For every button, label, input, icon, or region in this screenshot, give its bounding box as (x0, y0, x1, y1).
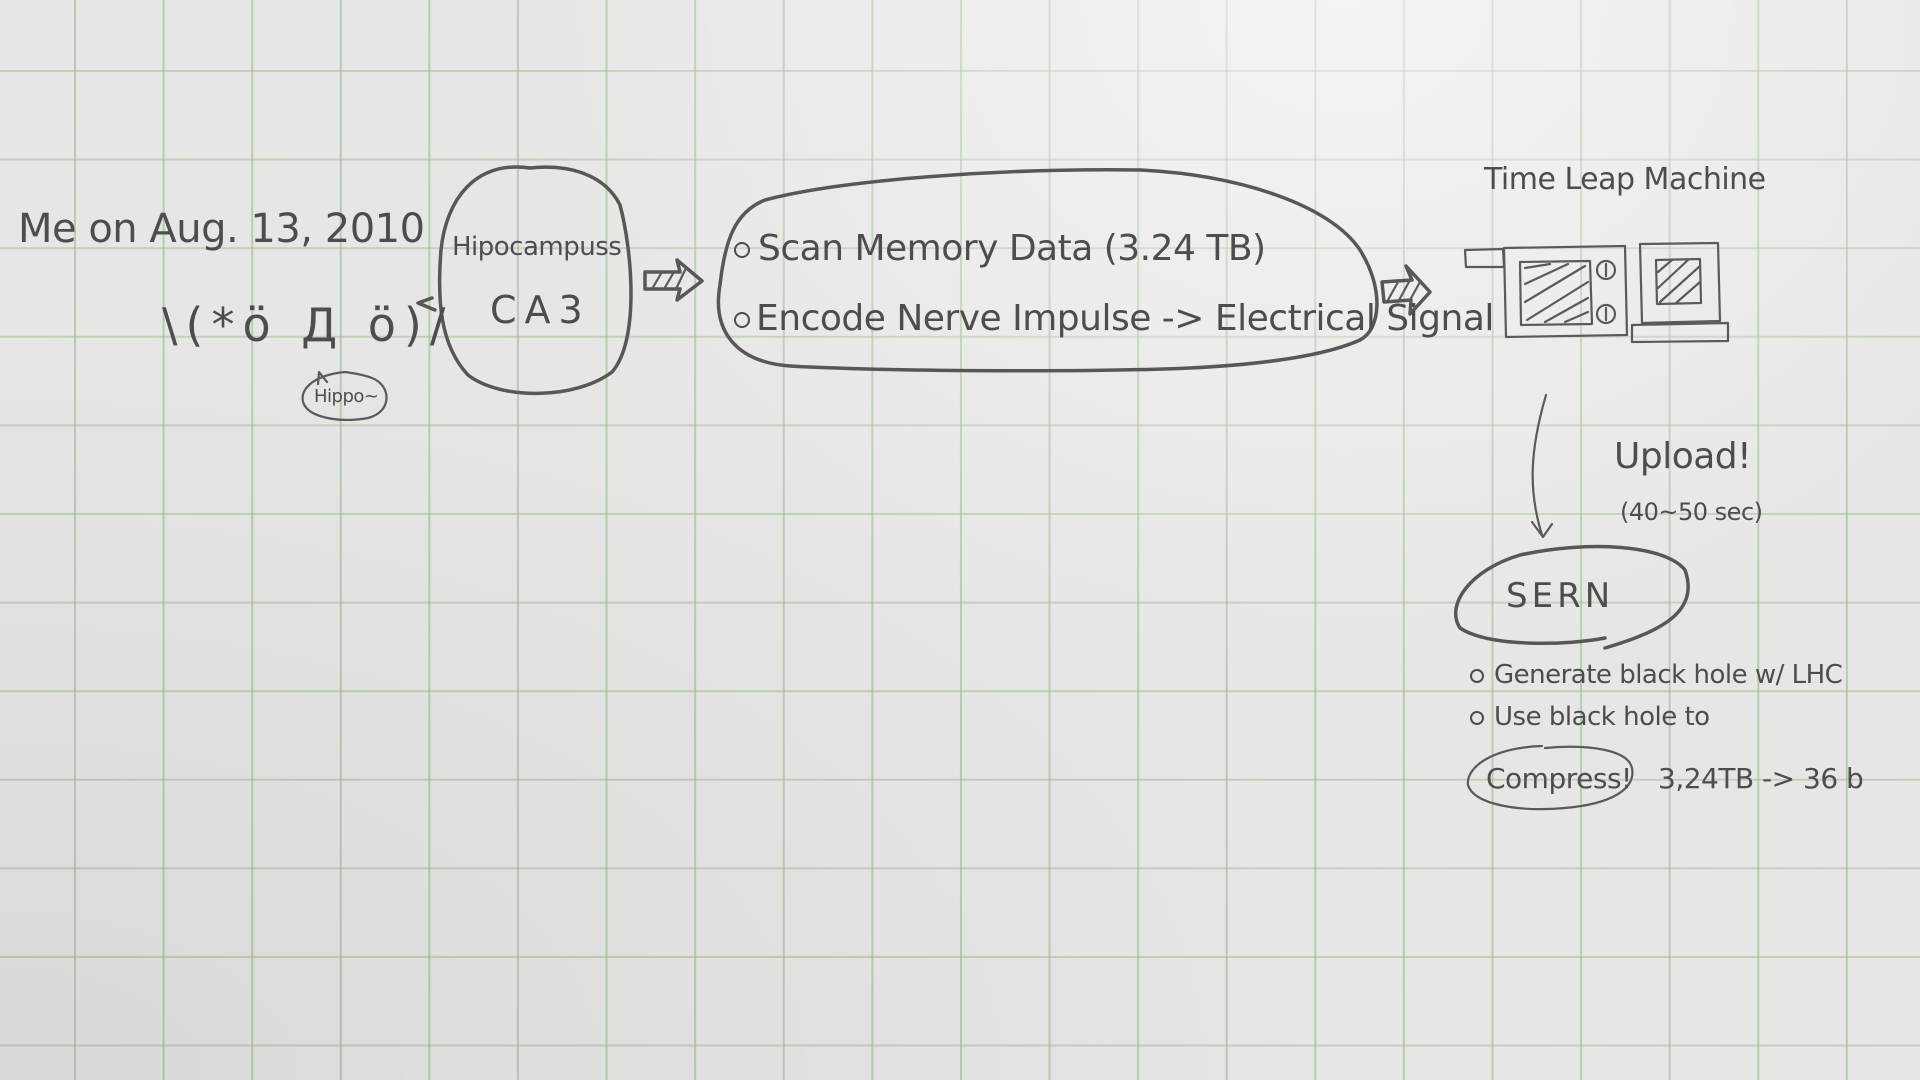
face-connector (416, 296, 437, 312)
upload-label: Upload! (1614, 436, 1752, 477)
upload-duration: (40~50 sec) (1620, 498, 1763, 526)
upload-arrow-icon (1530, 393, 1554, 539)
compress-ellipse (1466, 744, 1634, 811)
hippo-bubble-label: Hippo~ (314, 386, 379, 407)
hippocampus-region: CA3 (490, 288, 591, 332)
bullet-icon (734, 312, 750, 328)
hippo-bubble (301, 370, 388, 421)
arrow-right-icon (1380, 264, 1432, 316)
process-oval (716, 168, 1379, 373)
face-emoticon: \(*ö Д ö)/ (162, 298, 454, 352)
sern-title: SERN (1506, 576, 1615, 616)
bullet-icon (734, 242, 750, 258)
hippocampus-title: Hipocampuss (452, 232, 622, 262)
process-step: Scan Memory Data (3.24 TB) (734, 228, 1266, 269)
me-label: Me on Aug. 13, 2010 (18, 206, 425, 252)
sern-ellipse (1454, 544, 1690, 650)
sern-item: Use black hole to (1470, 702, 1710, 732)
bullet-icon (1470, 668, 1484, 683)
machine-title: Time Leap Machine (1484, 162, 1766, 197)
process-step: Encode Nerve Impulse -> Electrical Signa… (734, 298, 1494, 339)
compress-label: Compress! (1486, 762, 1632, 795)
sern-item: Generate black hole w/ LHC (1470, 660, 1843, 690)
compress-result: 3,24TB -> 36 b (1658, 762, 1864, 795)
arrow-right-icon (643, 258, 704, 302)
bullet-icon (1470, 710, 1484, 725)
time-leap-machine-icon (1463, 241, 1730, 344)
hippocampus-circle (437, 165, 633, 396)
